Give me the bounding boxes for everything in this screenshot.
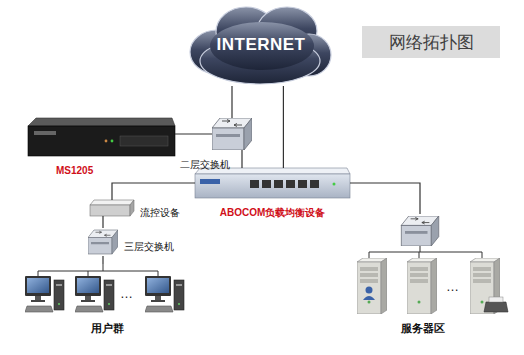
device-node: 流控设备: [90, 200, 134, 216]
label-holder: INTERNET: [217, 35, 306, 55]
switch-icon: [212, 118, 252, 150]
title-box: 网络拓扑图: [362, 26, 500, 58]
user-wires: [38, 264, 158, 276]
device-node: ABOCOM负载均衡设备: [195, 168, 350, 198]
pc-icon: [75, 276, 114, 312]
flow-control-device: [90, 205, 130, 216]
switch-node: 二层交换机: [212, 118, 252, 150]
label-holder: 二层交换机: [180, 154, 230, 172]
ms1205-device: [28, 126, 175, 156]
ms1205-device: [28, 118, 175, 156]
server-wires: [369, 246, 482, 258]
user-wires: [38, 264, 158, 276]
device-label: MS1205: [56, 165, 93, 176]
user-symbol: [363, 287, 375, 301]
device-label: 三层交换机: [124, 241, 174, 252]
switch-icon: [401, 216, 439, 246]
device-label: 服务器区: [401, 322, 445, 334]
printer-symbol: [489, 297, 503, 302]
label-holder: 三层交换机: [124, 236, 174, 254]
abocom-device: [195, 174, 350, 198]
printer-symbol: [484, 302, 508, 312]
internet-cloud: [190, 7, 331, 84]
network-link: [175, 133, 212, 134]
printer-symbol: [484, 297, 508, 312]
label-holder: MS1205: [56, 160, 93, 178]
user-symbol: [366, 287, 373, 294]
diagram-title: 网络拓扑图: [389, 31, 474, 54]
network-link: [112, 183, 195, 200]
pc-icon: [145, 276, 184, 312]
abocom-device: [250, 180, 259, 188]
flow-control-device: [90, 200, 134, 205]
network-link: [102, 216, 103, 228]
user-symbol: [363, 296, 375, 300]
device-label: 流控设备: [140, 207, 180, 218]
flow-control-device: [90, 200, 134, 216]
device-label: INTERNET: [217, 35, 306, 54]
ms1205-device: [34, 131, 56, 135]
ms1205-device: [105, 140, 108, 143]
network-link: [283, 86, 284, 168]
network-link: [102, 256, 103, 264]
switch-icon: [88, 230, 118, 254]
group-node: 用户群: [20, 264, 195, 314]
abocom-device: [262, 180, 271, 188]
cloud-node: INTERNET: [190, 4, 332, 86]
ellipsis-mark: …: [446, 279, 459, 294]
device-label: 二层交换机: [180, 159, 230, 170]
switch-node: 三层交换机: [88, 228, 118, 256]
abocom-device: [333, 183, 336, 186]
abocom-device: [200, 179, 220, 184]
device-label: ABOCOM负载均衡设备: [220, 207, 326, 218]
cloud-fill: [210, 22, 314, 70]
ms1205-device: [28, 118, 175, 126]
abocom-device: [310, 180, 319, 188]
label-holder: 用户群: [91, 318, 124, 336]
cloud-fill: [210, 22, 314, 70]
label-holder: 服务器区: [401, 318, 445, 336]
ms1205-device: [120, 136, 168, 146]
server-icon: [357, 258, 387, 314]
network-link: [241, 150, 242, 168]
server-icon: [407, 258, 437, 314]
abocom-device: [286, 180, 295, 188]
abocom-device: [274, 180, 283, 188]
ellipsis-mark: …: [120, 286, 133, 301]
label-holder: 流控设备: [140, 202, 180, 220]
abocom-device: [298, 180, 307, 188]
flow-control-device: [130, 200, 134, 216]
network-link: [231, 86, 232, 118]
network-link: [350, 183, 420, 214]
group-node: 服务器区: [340, 214, 505, 314]
abocom-device: [195, 168, 350, 198]
label-holder: ABOCOM负载均衡设备: [220, 202, 326, 220]
server-wires: [369, 246, 482, 258]
device-node: MS1205: [28, 118, 175, 156]
pc-icon: [25, 276, 64, 312]
device-label: 用户群: [91, 322, 124, 334]
ms1205-device: [111, 140, 114, 143]
